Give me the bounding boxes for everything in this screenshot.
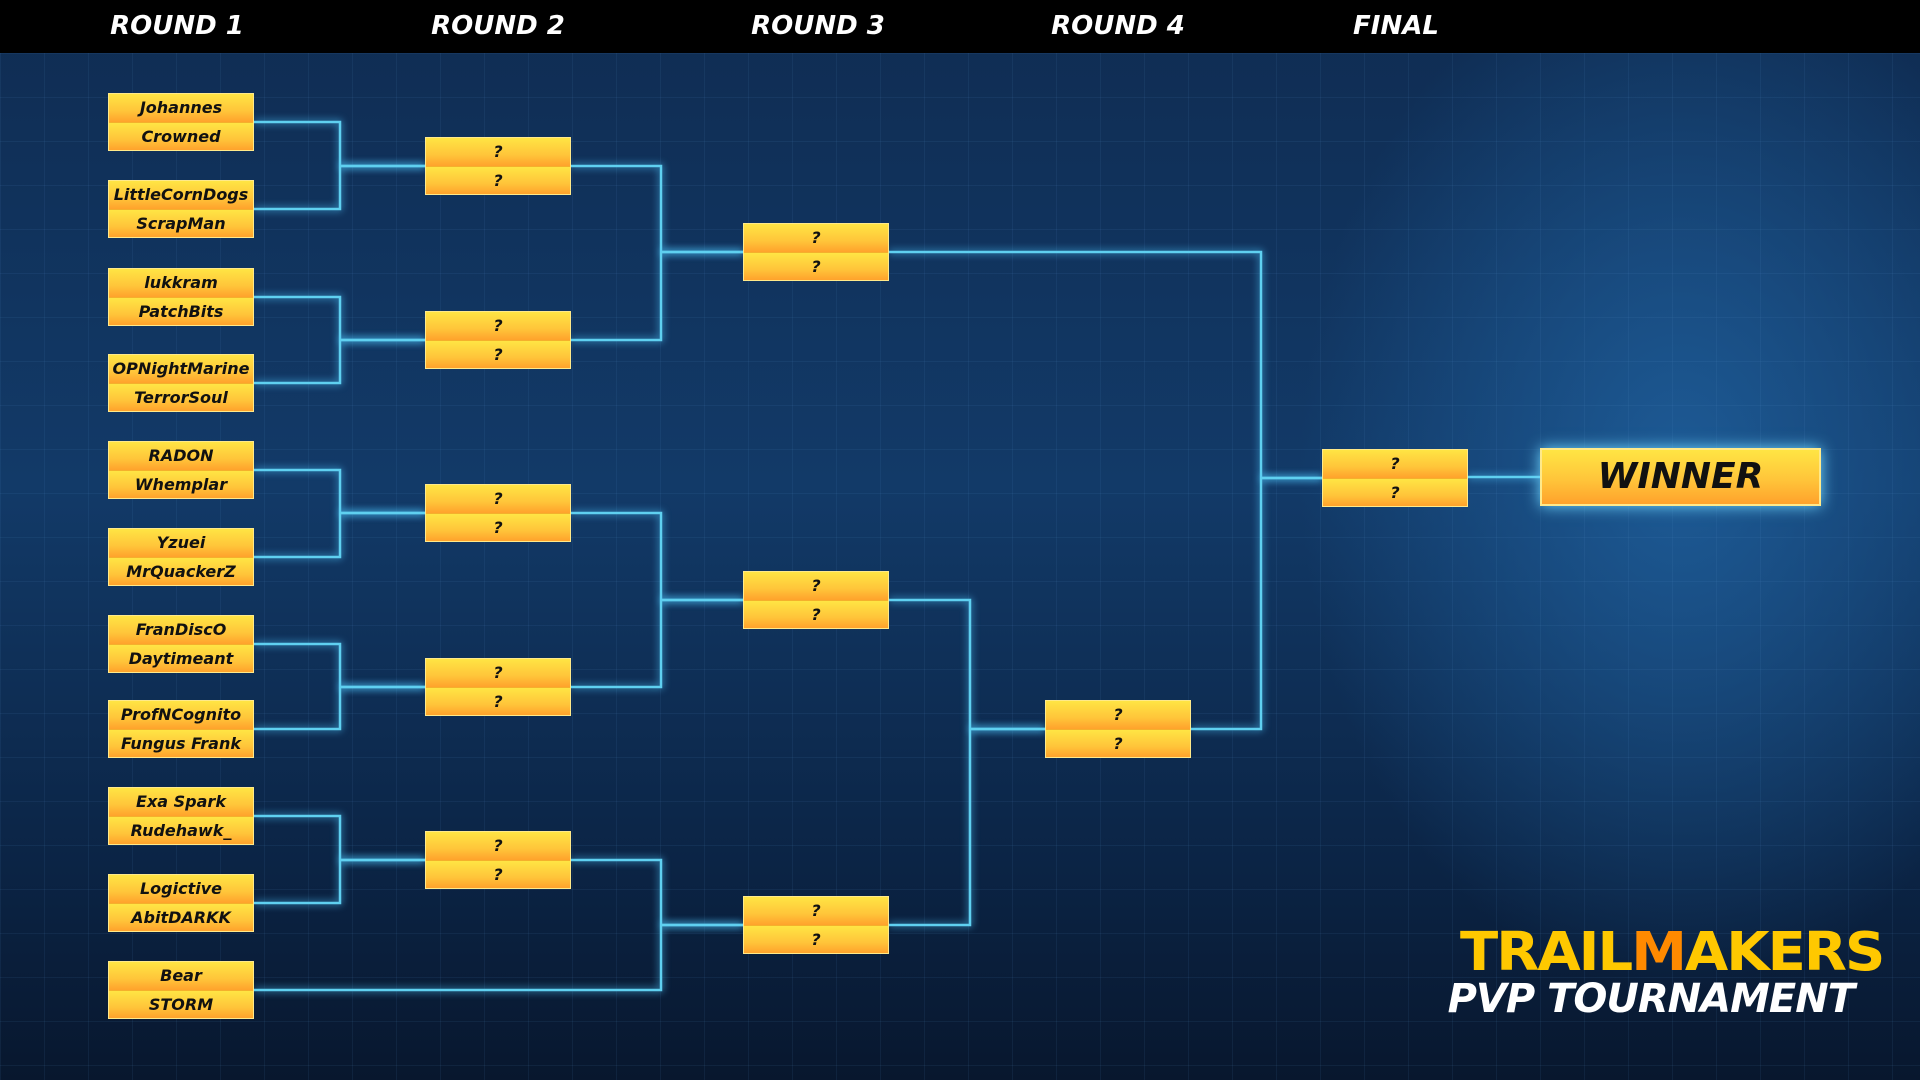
round-2-label: ROUND 2 (431, 11, 565, 41)
player-slot: ? (744, 572, 888, 600)
round2-match[interactable]: ?? (425, 137, 571, 195)
player-slot: ? (1046, 729, 1190, 757)
player-slot: ? (744, 224, 888, 252)
player-slot: MrQuackerZ (109, 557, 253, 585)
player-slot: Bear (109, 962, 253, 990)
player-slot: Crowned (109, 122, 253, 150)
player-slot: Whemplar (109, 470, 253, 498)
round-3-label: ROUND 3 (751, 11, 885, 41)
round2-match[interactable]: ?? (425, 658, 571, 716)
logo-part: AKERS (1684, 921, 1885, 984)
player-slot: ? (426, 312, 570, 340)
round2-match[interactable]: ?? (425, 311, 571, 369)
player-slot: OPNightMarine (109, 355, 253, 383)
round-1-label: ROUND 1 (110, 11, 244, 41)
round-header-bar: ROUND 1 ROUND 2 ROUND 3 ROUND 4 FINAL (0, 0, 1920, 53)
player-slot: ? (426, 340, 570, 368)
player-slot: ? (426, 513, 570, 541)
player-slot: PatchBits (109, 297, 253, 325)
player-slot: Johannes (109, 94, 253, 122)
logo-part: M (1631, 921, 1687, 984)
round3-match[interactable]: ?? (743, 223, 889, 281)
player-slot: ? (744, 252, 888, 280)
player-slot: Yzuei (109, 529, 253, 557)
winner-box: WINNER (1540, 448, 1821, 506)
player-slot: ? (744, 925, 888, 953)
round3-match[interactable]: ?? (743, 571, 889, 629)
player-slot: ProfNCognito (109, 701, 253, 729)
player-slot: lukkram (109, 269, 253, 297)
player-slot: ? (426, 166, 570, 194)
player-slot: FranDiscO (109, 616, 253, 644)
player-slot: ? (426, 138, 570, 166)
player-slot: LittleCornDogs (109, 181, 253, 209)
player-slot: ? (1046, 701, 1190, 729)
round2-match[interactable]: ?? (425, 831, 571, 889)
player-slot: ? (426, 485, 570, 513)
logo-part: TRAIL (1460, 921, 1633, 984)
round3-match[interactable]: ?? (743, 896, 889, 954)
round-4-label: ROUND 4 (1051, 11, 1185, 41)
player-slot: ? (744, 600, 888, 628)
final-match[interactable]: ?? (1322, 449, 1468, 507)
player-slot: TerrorSoul (109, 383, 253, 411)
player-slot: ? (426, 687, 570, 715)
player-slot: ? (426, 860, 570, 888)
player-slot: Fungus Frank (109, 729, 253, 757)
round4-match[interactable]: ?? (1045, 700, 1191, 758)
player-slot: Daytimeant (109, 644, 253, 672)
final-label: FINAL (1353, 11, 1439, 41)
player-slot: AbitDARKK (109, 903, 253, 931)
pvp-tournament-title: PVP TOURNAMENT (1447, 976, 1855, 1022)
player-slot: ScrapMan (109, 209, 253, 237)
trailmakers-logo: TRAILMAKERS (1460, 921, 1885, 984)
player-slot: ? (426, 832, 570, 860)
player-slot: ? (1323, 478, 1467, 506)
player-slot: Rudehawk_ (109, 816, 253, 844)
player-slot: ? (426, 659, 570, 687)
player-slot: STORM (109, 990, 253, 1018)
player-slot: RADON (109, 442, 253, 470)
round2-match[interactable]: ?? (425, 484, 571, 542)
player-slot: ? (744, 897, 888, 925)
player-slot: Logictive (109, 875, 253, 903)
player-slot: Exa Spark (109, 788, 253, 816)
player-slot: ? (1323, 450, 1467, 478)
